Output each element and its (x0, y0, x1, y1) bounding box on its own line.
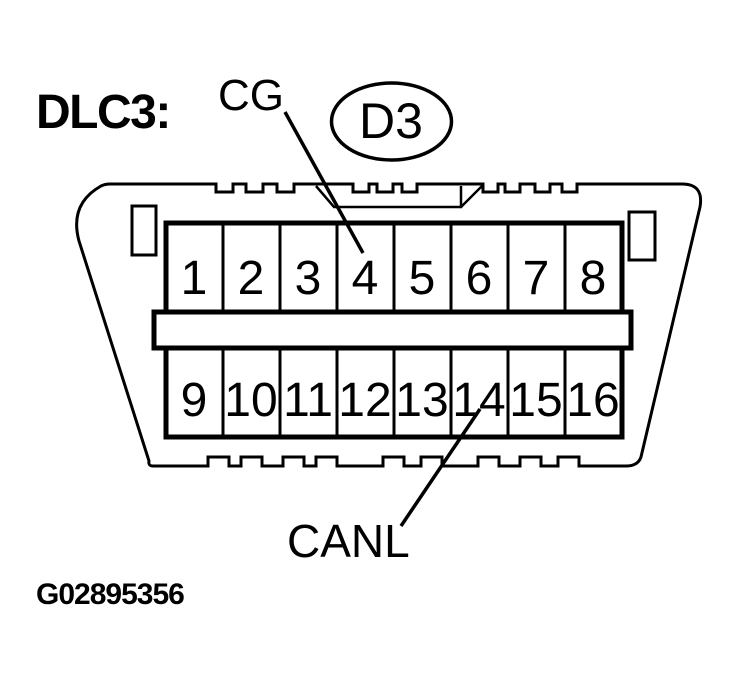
pin-12-label: 12 (338, 374, 391, 427)
pin-16-label: 16 (566, 374, 619, 427)
pin-8-label: 8 (580, 252, 607, 305)
pin-10-label: 10 (224, 374, 277, 427)
top-key-recess (315, 185, 483, 209)
pin14-signal-label: CANL (287, 515, 410, 567)
connector-outline (75, 182, 703, 468)
right-latch-slot (627, 210, 657, 262)
pin-13-label: 13 (395, 374, 448, 427)
pin-row-bottom: 9 10 11 12 13 14 15 16 (163, 341, 625, 440)
pin4-signal-label: CG (218, 71, 284, 120)
connector-id-oval (329, 81, 454, 162)
diagram-title: DLC3: (36, 86, 170, 139)
pin-row-top: 1 2 3 4 5 6 7 8 (163, 220, 625, 319)
pin-4-label: 4 (352, 252, 379, 305)
pin14-leader-line (399, 408, 482, 527)
pin-1-label: 1 (181, 252, 208, 305)
pin-9-label: 9 (181, 374, 208, 427)
pin-14-label: 14 (452, 374, 505, 427)
connector-id-label: D3 (359, 93, 423, 149)
pin-2-label: 2 (238, 252, 265, 305)
pin-7-label: 7 (523, 252, 550, 305)
left-latch-slot (130, 204, 158, 257)
center-key-bar (151, 309, 634, 351)
pin-5-label: 5 (409, 252, 436, 305)
pin-6-label: 6 (466, 252, 493, 305)
figure-id: G02895356 (36, 578, 184, 611)
pin-3-label: 3 (295, 252, 322, 305)
pin-11-label: 11 (283, 374, 333, 427)
pin-15-label: 15 (509, 374, 562, 427)
